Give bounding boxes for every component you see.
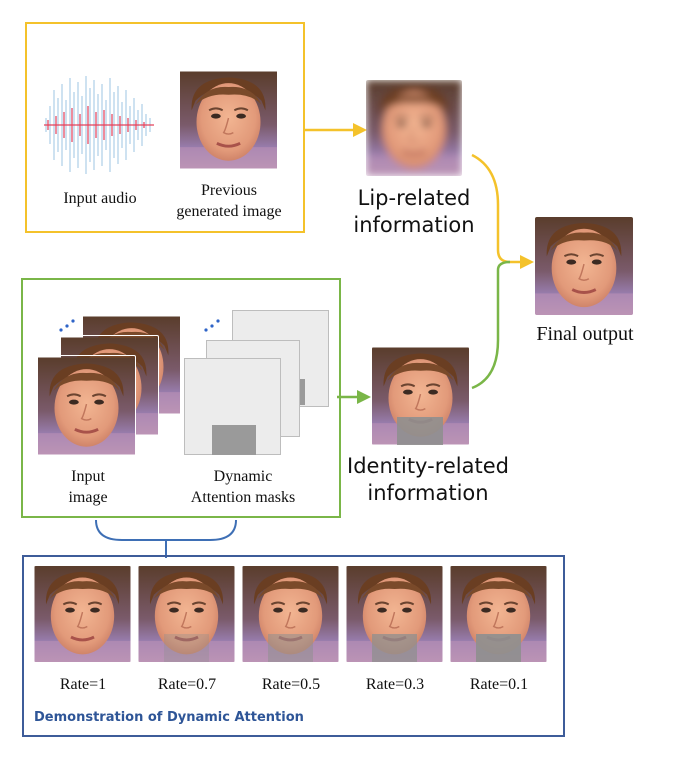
identity-related-label: Identity-related information [347,454,509,505]
rate-label: Rate=0.3 [365,676,425,693]
demo-panel [22,555,565,737]
lip-related-image [366,80,462,176]
more-masks-dots-icon [204,319,220,332]
more-frames-dots-icon [59,319,75,332]
demo-face-rate-0.7 [138,566,235,662]
rate-label: Rate=0.1 [469,676,529,693]
input-panel [25,22,305,233]
previous-image-label: Previous generated image [176,182,282,220]
bracket-connector [95,519,237,558]
previous-generated-image [180,70,277,170]
rate-label: Rate=1 [59,676,107,693]
demo-face-rate-0.5 [242,566,339,662]
demo-face-rate-0.1 [450,566,547,662]
green-arrow [337,390,371,404]
demo-face-rate-1 [34,566,131,662]
final-output-image [535,217,633,315]
audio-waveform [44,76,154,174]
input-audio-label: Input audio [63,190,137,207]
rate-label: Rate=0.5 [261,676,321,693]
yellow-arrow [305,123,367,137]
final-output-label: Final output [536,323,634,345]
rate-label: Rate=0.7 [157,676,217,693]
identity-related-image [372,347,469,445]
attention-mask-1 [184,358,281,455]
merge-connectors [471,153,534,390]
dynamic-attention-masks-label: Dynamic Attention masks [190,468,296,506]
input-image-frame-1 [37,355,136,457]
lip-related-label: Lip-related information [353,186,475,237]
demo-face-rate-0.3 [346,566,443,662]
input-image-label: Input image [68,468,108,506]
demo-title: Demonstration of Dynamic Attention [34,710,304,725]
